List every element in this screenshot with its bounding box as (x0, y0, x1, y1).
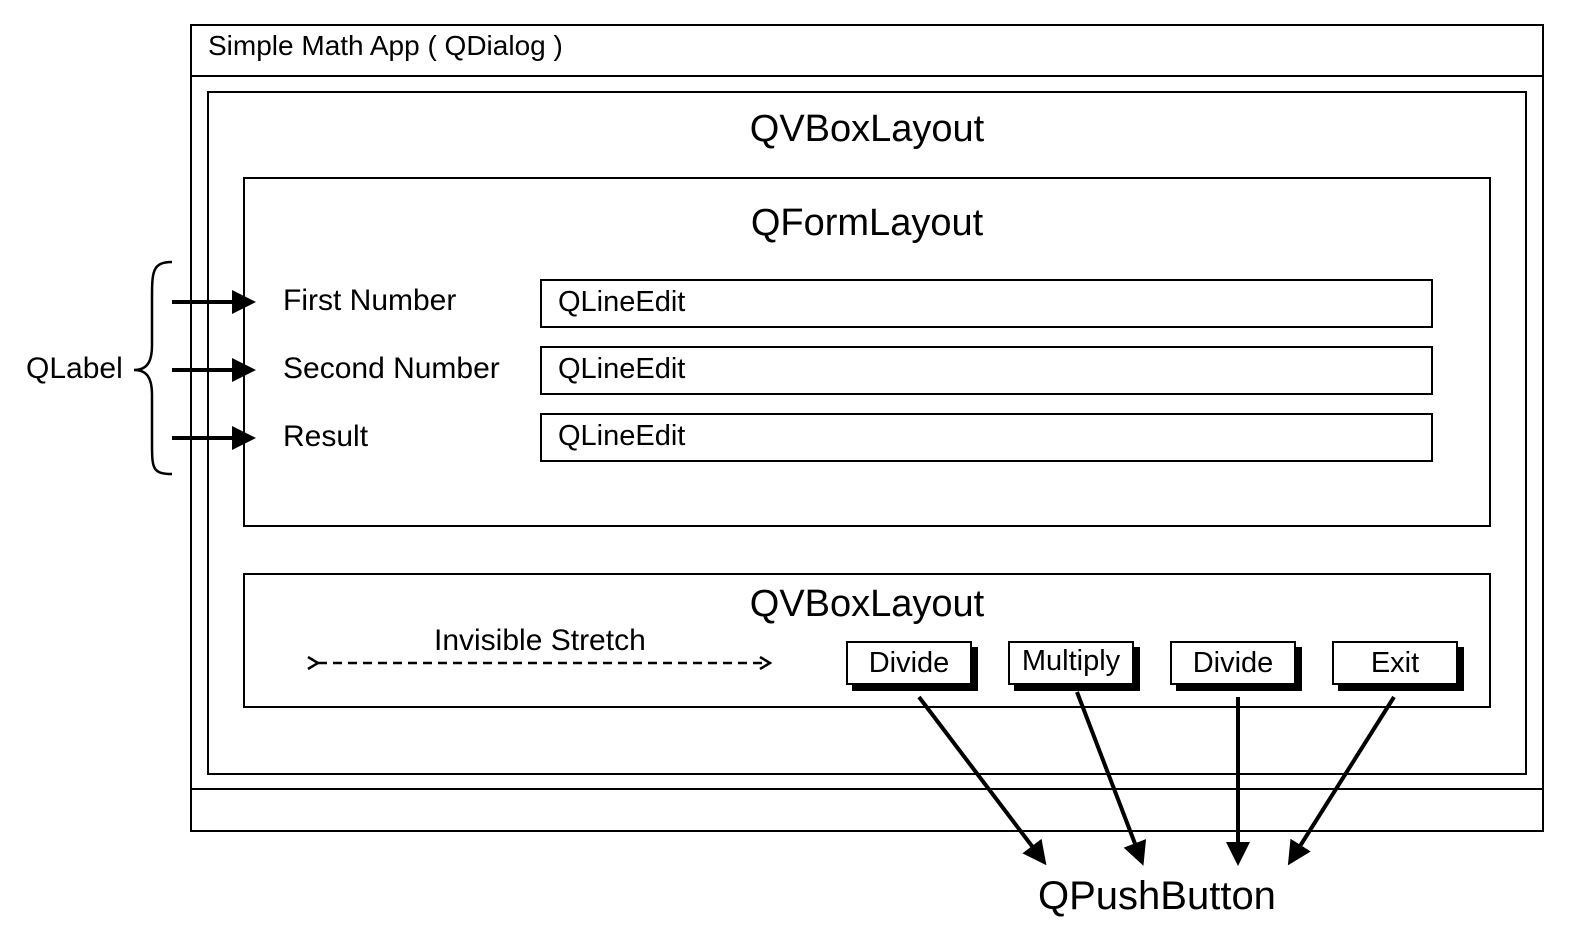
first-number-input[interactable]: QLineEdit (540, 279, 1433, 328)
dialog-window (190, 24, 1544, 832)
multiply-button[interactable]: Multiply (1008, 641, 1134, 685)
button-layout-title: QVBoxLayout (749, 583, 985, 625)
dialog-title: Simple Math App ( QDialog ) (208, 30, 563, 61)
label-brace (133, 260, 173, 476)
label-result: Result (283, 420, 369, 453)
outer-layout-title: QVBoxLayout (749, 108, 985, 150)
divide-button[interactable]: Divide (846, 641, 972, 685)
second-number-input[interactable]: QLineEdit (540, 346, 1433, 395)
qlabel-callout: QLabel (26, 352, 123, 385)
title-bar-divider (190, 75, 1544, 77)
bottom-strip-divider (190, 788, 1544, 790)
form-layout-title: QFormLayout (750, 202, 984, 244)
label-first-number: First Number (283, 284, 457, 317)
qpushbutton-callout: QPushButton (1038, 874, 1276, 918)
form-layout (243, 177, 1491, 527)
button-layout (243, 573, 1491, 708)
invisible-stretch-label: Invisible Stretch (434, 624, 646, 657)
outer-vbox-layout (207, 91, 1527, 775)
label-second-number: Second Number (283, 352, 500, 385)
result-input[interactable]: QLineEdit (540, 413, 1433, 462)
divide-button-2[interactable]: Divide (1170, 641, 1296, 685)
exit-button[interactable]: Exit (1332, 641, 1458, 685)
